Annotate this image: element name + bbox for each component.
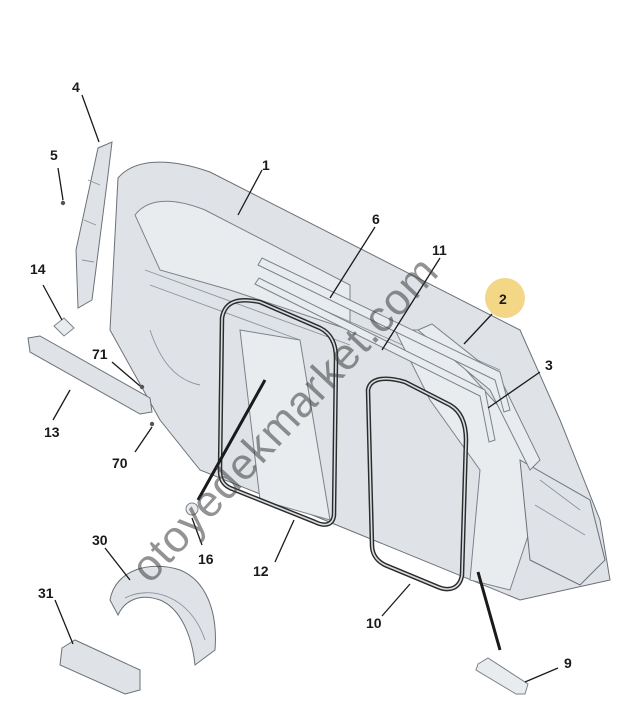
part-fasteners [60,200,155,427]
callout-2: 2 [499,291,507,307]
callout-71: 71 [92,346,108,362]
callout-11: 11 [432,242,447,258]
callout-13: 13 [44,424,60,440]
part-rear-door-seal [365,376,469,592]
callout-5: 5 [50,147,58,163]
part-clip [53,317,75,337]
part-mouldings [254,257,511,443]
callout-1: 1 [262,157,270,173]
leader-lines [42,94,559,683]
part-sill-strip [27,335,153,415]
highlight-callout-2 [485,278,525,318]
callout-3: 3 [545,357,553,373]
part-front-door-seal [217,298,339,527]
callout-14: 14 [30,261,46,277]
part-plug [185,502,199,516]
callout-4: 4 [72,79,80,95]
callout-31: 31 [38,585,54,601]
callout-12: 12 [253,563,269,579]
callout-10: 10 [366,615,382,631]
callout-9: 9 [564,655,572,671]
callout-16: 16 [198,551,214,567]
part-underbody-plate [59,639,141,695]
callout-70: 70 [112,455,128,471]
part-front-pillar [75,141,113,309]
callout-6: 6 [372,211,380,227]
part-trim-strip [475,657,529,695]
callout-labels: 1 2 3 4 5 6 9 10 11 12 13 14 16 30 31 70… [30,79,572,671]
part-wheel-arch-liner [109,565,216,666]
callout-30: 30 [92,532,108,548]
